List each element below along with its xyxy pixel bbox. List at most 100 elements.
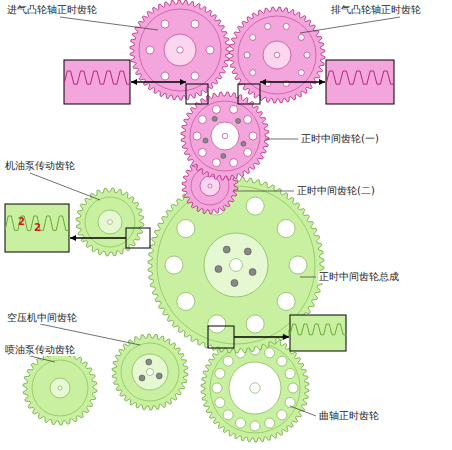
intake-cam-gear <box>130 0 230 100</box>
gear-hole <box>246 197 264 215</box>
oil-pump-gear <box>76 188 144 256</box>
gear-hub <box>164 34 196 66</box>
detail-arrow <box>131 81 186 83</box>
bolt <box>221 153 226 158</box>
idler-gear-one <box>181 92 269 180</box>
detail-arrow <box>260 81 325 83</box>
bolt <box>236 118 241 123</box>
bolt <box>223 246 230 253</box>
gear-hole <box>250 34 256 40</box>
gear-hole <box>277 292 295 310</box>
gear-hole <box>298 34 304 40</box>
arrow-head <box>70 235 76 241</box>
injection-pump-gear <box>23 351 97 425</box>
tooth-profile <box>290 324 346 335</box>
gear-hole <box>191 20 199 28</box>
gear-hole <box>177 220 195 238</box>
gear-rim <box>190 101 260 171</box>
detail-marker <box>238 84 260 104</box>
leader-line <box>300 17 400 33</box>
gear-hole <box>244 116 252 124</box>
gear-hole <box>265 418 275 428</box>
leader-line <box>290 406 316 416</box>
gear-hole <box>193 132 201 140</box>
gear-hole <box>277 220 295 238</box>
detail-marker <box>126 228 150 248</box>
gear-hole <box>250 421 260 431</box>
bolt <box>231 279 238 286</box>
part-name: 空压机中间齿轮 <box>6 312 78 324</box>
arrow-head <box>283 334 289 340</box>
timing-mark: 2 <box>18 216 25 227</box>
part-name: 正时中间齿轮(二) <box>296 185 376 197</box>
arrow-head <box>131 79 137 85</box>
gear-bore <box>274 52 280 58</box>
gear-hole <box>285 368 295 378</box>
bolt <box>203 138 208 143</box>
part-name: 进气凸轮轴正时齿轮 <box>6 4 98 16</box>
part-name: 曲轴正时齿轮 <box>318 410 380 422</box>
gear-hole <box>265 348 275 358</box>
gear-hole <box>223 356 233 366</box>
gear-rim <box>32 360 88 416</box>
arrow-head <box>319 79 325 85</box>
leader-line <box>265 139 298 140</box>
detail-box <box>5 204 69 252</box>
gear-hole <box>215 368 225 378</box>
gear-hole <box>212 383 222 393</box>
arrow-head <box>180 79 186 85</box>
bolt <box>249 269 256 276</box>
leader-line <box>300 277 316 278</box>
leader-line <box>60 17 158 30</box>
gear-hub <box>211 122 239 150</box>
detail-arrow <box>234 336 289 338</box>
gear-hole <box>289 256 307 274</box>
detail-marker <box>186 84 208 104</box>
gear-hub <box>132 354 168 390</box>
gear-bore <box>250 383 260 393</box>
exhaust-cam-gear <box>229 7 325 103</box>
gear-bore <box>108 220 113 225</box>
gear-rim <box>85 197 135 247</box>
gear-hole <box>277 410 287 420</box>
gear-hole <box>206 46 214 54</box>
part-name: 机油泵传动齿轮 <box>4 160 76 172</box>
detail-box <box>64 60 130 104</box>
gear-hole <box>215 398 225 408</box>
tooth-profile <box>64 71 130 84</box>
detail-marker <box>208 326 234 348</box>
gear-hole <box>235 418 245 428</box>
part-name: 正时中间齿轮(一) <box>300 133 380 145</box>
bolt <box>212 116 217 121</box>
gear-bore <box>230 259 243 272</box>
gear-hub <box>229 362 281 414</box>
gear-hub <box>50 378 70 398</box>
gear-hole <box>146 46 154 54</box>
detail-arrow <box>70 237 126 239</box>
gear-hole <box>165 256 183 274</box>
gear-hole <box>246 315 264 333</box>
part-name: 正时中间齿轮总成 <box>318 271 400 283</box>
leader-line <box>30 173 100 200</box>
part-name: 喷油泵传动齿轮 <box>4 344 76 356</box>
detail-box <box>290 315 346 351</box>
bolt <box>215 266 222 273</box>
bolt <box>146 359 152 365</box>
timing-mark: 2 <box>34 222 41 233</box>
bolt <box>156 373 162 379</box>
tooth-profile <box>326 71 394 84</box>
gear-hole <box>298 70 304 76</box>
bolt <box>241 141 246 146</box>
gear-hole <box>161 72 169 80</box>
gear-hole <box>198 116 206 124</box>
gear-hole <box>208 315 226 333</box>
gear-bore <box>208 184 212 188</box>
arrow-head <box>260 79 266 85</box>
gear-rim <box>210 343 300 433</box>
gear-hole <box>230 159 238 167</box>
gear-hole <box>212 159 220 167</box>
gear-hub <box>200 176 220 196</box>
gear-rim <box>139 9 221 91</box>
gear-bore <box>146 368 153 375</box>
